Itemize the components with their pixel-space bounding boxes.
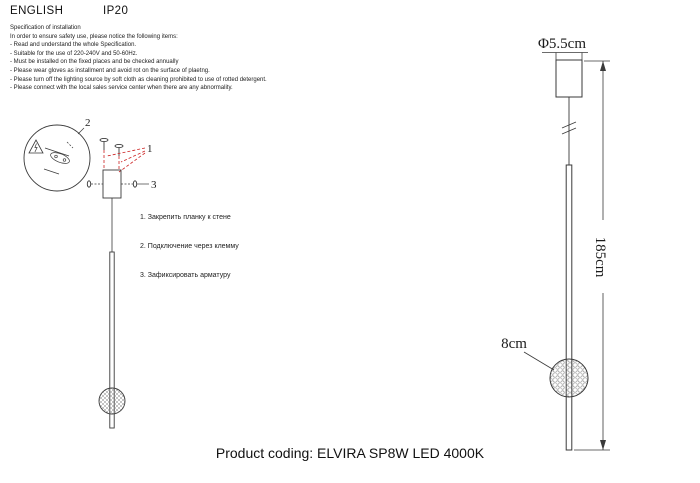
step-1: 1. Закрепить планку к стене [140, 214, 231, 221]
sphere-dimension-label: 8cm [501, 336, 527, 352]
sphere-leader-line [523, 351, 555, 371]
lamp-dimension-drawing: Φ5.5cm 8cm 185cm [501, 36, 610, 451]
dimension-arrow-bottom [600, 440, 606, 450]
cord-break-mark [561, 121, 577, 135]
mounting-screws [99, 137, 124, 156]
diameter-dimension-line [542, 52, 588, 60]
spec-item: - Suitable for the use of 220-240V and 5… [10, 50, 138, 57]
ip-rating-label: IP20 [103, 5, 129, 17]
installation-diagram: 2 1 3 [23, 117, 157, 429]
canopy [86, 169, 138, 199]
spec-item: - Please connect with the local sales se… [10, 85, 233, 92]
bracket-detail [43, 141, 74, 175]
canopy [555, 59, 583, 98]
detail-circle [23, 124, 91, 192]
diameter-dimension-label: Φ5.5cm [538, 36, 586, 52]
language-label: ENGLISH [10, 5, 64, 17]
callout-2: 2 [85, 117, 91, 129]
spec-item: - Read and understand the whole Specific… [10, 42, 137, 49]
callout-1: 1 [147, 143, 153, 155]
spec-title: Specification of installation [10, 25, 81, 31]
warning-triangle-icon [28, 139, 44, 154]
decor-sphere [98, 387, 126, 415]
dimension-arrow-top [600, 61, 606, 71]
decor-sphere [549, 358, 589, 398]
specification-text: Specification of installation In order t… [10, 24, 267, 93]
spec-item: - Please turn off the lighting source by… [10, 76, 267, 83]
height-dimension-line [574, 60, 610, 451]
spec-item: - Must be installed on the fixed places … [10, 59, 179, 66]
installation-steps: 1. Закрепить планку к стене 2. Подключен… [140, 214, 239, 301]
red-leader-lines [103, 147, 146, 173]
height-dimension-label: 185cm [592, 237, 608, 278]
step-2: 2. Подключение через клемму [140, 243, 239, 250]
pendant-rod [109, 251, 115, 429]
spec-intro: In order to ensure safety use, please no… [10, 33, 178, 40]
step-3: 3. Зафиксировать арматуру [140, 272, 231, 279]
callout-2-leader [77, 127, 85, 135]
product-coding: Product coding: ELVIRA SP8W LED 4000K [215, 445, 485, 461]
pendant-rod [565, 164, 573, 451]
spec-item: - Please wear gloves as installment and … [10, 67, 210, 74]
callout-3: 3 [151, 179, 157, 191]
